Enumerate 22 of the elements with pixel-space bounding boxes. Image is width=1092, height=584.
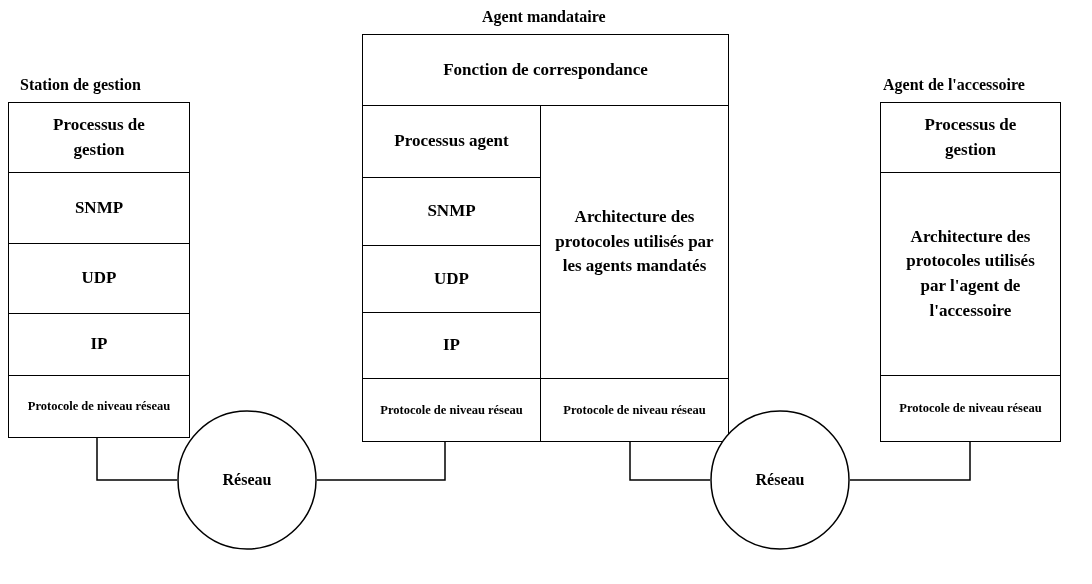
layer-cell: Protocole de niveau réseau bbox=[362, 378, 541, 442]
layer-cell: Architecture des protocoles utilisés par l'agent de l'accessoire bbox=[880, 172, 1061, 376]
layer-cell: Protocole de niveau réseau bbox=[8, 375, 190, 438]
network-circle bbox=[177, 410, 317, 550]
layer-cell: Processus de gestion bbox=[880, 102, 1061, 173]
stack-title: Agent mandataire bbox=[482, 8, 606, 26]
layer-cell: IP bbox=[8, 313, 190, 376]
layer-cell: SNMP bbox=[8, 172, 190, 244]
connector-line bbox=[629, 441, 711, 481]
layer-cell: Processus de gestion bbox=[8, 102, 190, 173]
stack-title: Station de gestion bbox=[20, 76, 141, 94]
connector-line bbox=[316, 441, 446, 481]
layer-cell: UDP bbox=[8, 243, 190, 314]
layer-cell: Protocole de niveau réseau bbox=[880, 375, 1061, 442]
connector-line bbox=[96, 437, 178, 481]
network-label: Réseau bbox=[755, 471, 805, 489]
network-label: Réseau bbox=[222, 471, 272, 489]
network-circle bbox=[710, 410, 850, 550]
layer-cell: Fonction de correspondance bbox=[362, 34, 729, 106]
stack-title: Agent de l'accessoire bbox=[883, 76, 1025, 94]
layer-cell: Protocole de niveau réseau bbox=[540, 378, 729, 442]
connector-line bbox=[849, 441, 971, 481]
